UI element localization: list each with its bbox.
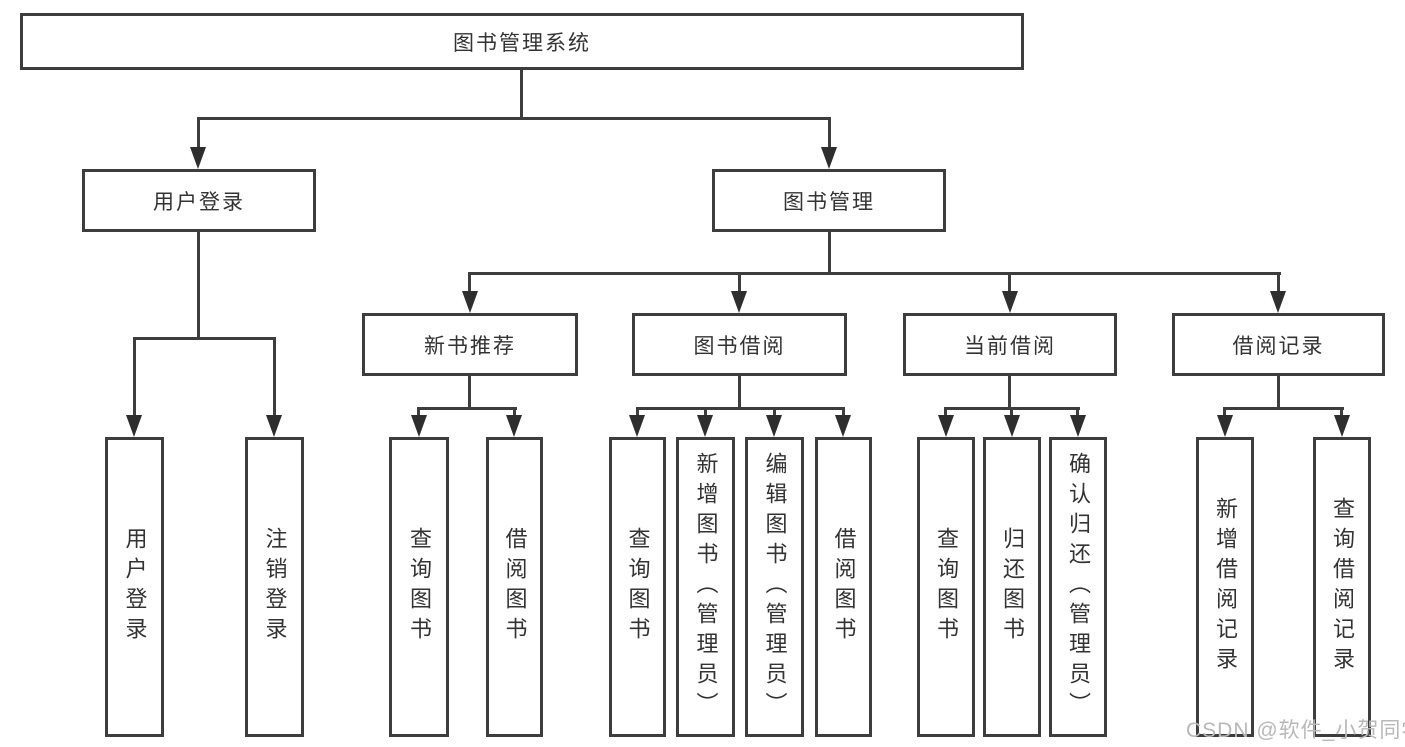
node-book-mgmt: 图书管理 xyxy=(712,169,946,232)
node-current-borrow: 当前借阅 xyxy=(903,313,1117,376)
connector-drop-leaf xyxy=(704,407,707,419)
connector-drop-level3 xyxy=(738,272,741,296)
leaf-logout-label: 注销登录 xyxy=(262,527,288,647)
connector-drop-leaf xyxy=(1340,407,1343,419)
connector-drop-leaf xyxy=(944,407,947,419)
connector-drop-user-login xyxy=(197,117,200,153)
arrow-down-icon xyxy=(506,415,522,437)
connector-new-book-rail xyxy=(417,407,517,410)
arrow-down-icon xyxy=(1270,291,1286,313)
connector-drop-leaf xyxy=(273,337,276,419)
arrow-down-icon xyxy=(1334,415,1350,437)
connector-user-login-rail xyxy=(133,337,276,340)
leaf-logout: 注销登录 xyxy=(245,437,304,737)
connector-drop-leaf xyxy=(773,407,776,419)
connector-book-borrow-stem xyxy=(738,376,741,410)
arrow-down-icon xyxy=(629,415,645,437)
arrow-down-icon xyxy=(411,415,427,437)
node-book-borrow-label: 图书借阅 xyxy=(693,334,786,358)
arrow-down-icon xyxy=(766,415,782,437)
leaf-query-borrow-record-label: 查询借阅记录 xyxy=(1330,497,1355,677)
leaf-borrow-books-2: 借阅图书 xyxy=(815,437,872,737)
leaf-query-borrow-record: 查询借阅记录 xyxy=(1313,437,1371,737)
node-user-login: 用户登录 xyxy=(82,169,316,232)
node-current-borrow-label: 当前借阅 xyxy=(964,334,1056,358)
node-root: 图书管理系统 xyxy=(20,13,1024,70)
connector-drop-leaf xyxy=(1076,407,1079,419)
connector-user-login-stem xyxy=(197,231,200,340)
arrow-down-icon xyxy=(938,415,954,437)
leaf-edit-books-admin-label: 编辑图书（管理员） xyxy=(762,452,788,722)
arrow-down-icon xyxy=(1002,291,1018,313)
leaf-borrow-books-1-label: 借阅图书 xyxy=(502,527,528,647)
connector-drop-leaf xyxy=(133,337,136,419)
arrow-down-icon xyxy=(126,415,142,437)
leaf-borrow-books-2-label: 借阅图书 xyxy=(831,527,857,647)
leaf-user-login-label: 用户登录 xyxy=(122,527,148,647)
connector-drop-leaf xyxy=(417,407,420,419)
node-borrow-record-label: 借阅记录 xyxy=(1232,334,1325,358)
node-borrow-record: 借阅记录 xyxy=(1172,313,1385,376)
arrow-down-icon xyxy=(266,415,282,437)
leaf-query-books-1: 查询图书 xyxy=(389,437,449,737)
node-new-book-rec: 新书推荐 xyxy=(362,313,578,376)
node-user-login-label: 用户登录 xyxy=(153,190,245,214)
connector-drop-level3 xyxy=(1008,272,1011,296)
leaf-user-login: 用户登录 xyxy=(105,437,164,737)
connector-drop-level3 xyxy=(1277,272,1280,296)
node-book-mgmt-label: 图书管理 xyxy=(783,190,875,214)
connector-drop-leaf xyxy=(842,407,845,419)
arrow-down-icon xyxy=(731,291,747,313)
arrow-down-icon xyxy=(1217,415,1233,437)
connector-current-borrow-stem xyxy=(1008,376,1011,410)
connector-drop-leaf xyxy=(1010,407,1013,419)
connector-level2-rail xyxy=(197,117,831,120)
connector-drop-leaf xyxy=(513,407,516,419)
node-root-label: 图书管理系统 xyxy=(453,31,591,55)
leaf-confirm-return-admin-label: 确认归还（管理员） xyxy=(1066,452,1091,722)
arrow-down-icon xyxy=(821,147,837,169)
connector-root-stem xyxy=(520,69,523,120)
leaf-borrow-books-1: 借阅图书 xyxy=(486,437,543,737)
arrow-down-icon xyxy=(697,415,713,437)
connector-drop-book-mgmt xyxy=(828,117,831,153)
leaf-return-books-label: 归还图书 xyxy=(1000,527,1025,647)
connector-borrow-record-stem xyxy=(1277,376,1280,410)
node-new-book-rec-label: 新书推荐 xyxy=(424,334,516,358)
arrow-down-icon xyxy=(1004,415,1020,437)
connector-drop-leaf xyxy=(636,407,639,419)
connector-drop-leaf xyxy=(1223,407,1226,419)
connector-level3-rail xyxy=(468,272,1281,275)
leaf-add-borrow-record: 新增借阅记录 xyxy=(1196,437,1254,737)
leaf-query-books-3-label: 查询图书 xyxy=(934,527,959,647)
arrow-down-icon xyxy=(462,291,478,313)
leaf-add-books-admin-label: 新增图书（管理员） xyxy=(693,452,719,722)
leaf-edit-books-admin: 编辑图书（管理员） xyxy=(745,437,804,737)
connector-book-mgmt-stem xyxy=(828,231,831,275)
connector-drop-level3 xyxy=(468,272,471,296)
node-book-borrow: 图书借阅 xyxy=(632,313,847,376)
connector-borrow-record-rail xyxy=(1223,407,1344,410)
arrow-down-icon xyxy=(190,147,206,169)
connector-book-borrow-rail xyxy=(636,407,845,410)
leaf-query-books-2: 查询图书 xyxy=(609,437,666,737)
leaf-query-books-3: 查询图书 xyxy=(917,437,975,737)
arrow-down-icon xyxy=(835,415,851,437)
leaf-confirm-return-admin: 确认归还（管理员） xyxy=(1049,437,1107,737)
leaf-add-books-admin: 新增图书（管理员） xyxy=(676,437,735,737)
watermark: CSDN @软件_小贺同学 xyxy=(1186,719,1405,742)
leaf-return-books: 归还图书 xyxy=(983,437,1041,737)
leaf-query-books-1-label: 查询图书 xyxy=(407,527,432,647)
leaf-add-borrow-record-label: 新增借阅记录 xyxy=(1213,497,1238,677)
connector-new-book-stem xyxy=(468,376,471,410)
leaf-query-books-2-label: 查询图书 xyxy=(625,527,651,647)
arrow-down-icon xyxy=(1070,415,1086,437)
